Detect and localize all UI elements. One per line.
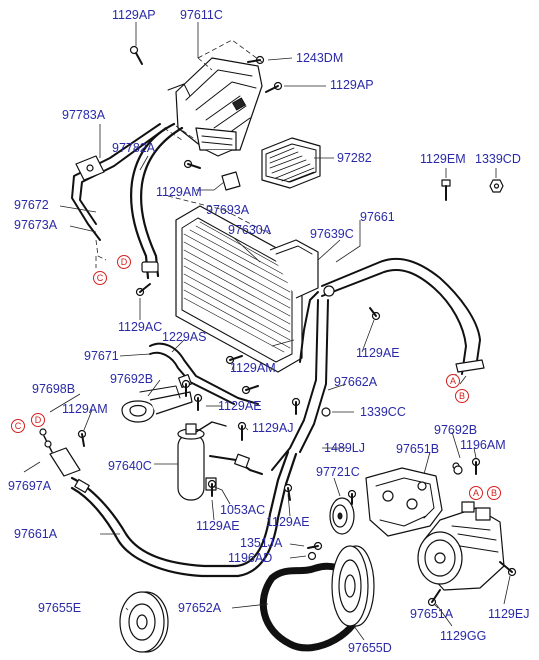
part-label: 1129AP: [330, 78, 374, 92]
part-label: 97693A: [206, 203, 250, 217]
part-label: 1489LJ: [324, 441, 365, 455]
ref-marker: A: [469, 486, 483, 500]
part-label: 1243DM: [296, 51, 343, 65]
part-label: 97640C: [108, 459, 152, 473]
part-label: 1129AM: [62, 402, 108, 416]
part-label: 1129GG: [440, 629, 486, 643]
svg-text:A: A: [473, 488, 479, 498]
part-label: 97652A: [178, 601, 222, 615]
crank-pulley: [331, 545, 375, 627]
part-label: 1129EJ: [488, 607, 529, 621]
ref-marker: D: [31, 413, 45, 427]
idler-pulley: [329, 497, 355, 535]
part-label: 1129AE: [196, 519, 240, 533]
part-label: 97673A: [14, 218, 58, 232]
cabin-air-filter: [261, 137, 321, 189]
ref-marker: B: [487, 486, 501, 500]
ref-marker: A: [446, 374, 460, 388]
part-label: 1129AP: [112, 8, 156, 22]
part-label: 1129AM: [156, 185, 202, 199]
svg-text:D: D: [121, 257, 128, 267]
part-label: 97662A: [334, 375, 378, 389]
svg-text:C: C: [97, 273, 104, 283]
drier-mounting-bracket: [121, 385, 193, 423]
part-label: 1129AJ: [252, 421, 293, 435]
part-label: 97698B: [32, 382, 75, 396]
part-label: 97639C: [310, 227, 354, 241]
part-label: 97692B: [434, 423, 477, 437]
part-label: 1129AC: [118, 320, 162, 334]
ref-marker: C: [93, 271, 107, 285]
receiver-drier: [177, 421, 227, 501]
part-label: 97721C: [316, 465, 360, 479]
reference-markers: D C A B C D A B: [11, 255, 501, 500]
part-label: 1339CC: [360, 405, 406, 419]
part-label: 1053AC: [220, 503, 265, 517]
part-label: 1229AS: [162, 330, 206, 344]
part-label: 1196AD: [228, 551, 272, 565]
part-label: 1129AM: [230, 361, 276, 375]
compressor-bracket: [365, 467, 443, 537]
part-label: 97671: [84, 349, 119, 363]
part-label: 97611C: [180, 8, 223, 22]
part-label: 1351JA: [240, 536, 283, 550]
part-label: 1129AE: [266, 515, 310, 529]
part-label: 97655D: [348, 641, 392, 655]
pulley-small: [119, 591, 169, 653]
part-label: 1129AE: [218, 399, 262, 413]
part-labels: 1129AP 97611C 1243DM 1129AP 97783A 97782…: [8, 8, 529, 655]
part-label: 97692B: [110, 372, 153, 386]
part-label: 97672: [14, 198, 49, 212]
ref-marker: C: [11, 419, 25, 433]
ac-compressor: [417, 501, 505, 591]
part-label: 97783A: [62, 108, 106, 122]
part-label: 97651B: [396, 442, 439, 456]
svg-text:C: C: [15, 421, 22, 431]
svg-text:D: D: [35, 415, 42, 425]
leader-lines: [23, 22, 511, 641]
svg-text:B: B: [491, 488, 497, 498]
ref-marker: D: [117, 255, 131, 269]
condenser: [175, 205, 319, 373]
part-label: 97282: [337, 151, 372, 165]
svg-text:A: A: [450, 376, 456, 386]
part-label: 97651A: [410, 607, 454, 621]
part-label: 97661: [360, 210, 395, 224]
part-label: 97697A: [8, 479, 52, 493]
ref-marker: B: [455, 389, 469, 403]
part-label: 97630A: [228, 223, 272, 237]
part-label: 1339CD: [475, 152, 521, 166]
part-label: 1196AM: [460, 438, 506, 452]
part-label: 97655E: [38, 601, 81, 615]
part-label: 97661A: [14, 527, 58, 541]
evaporator-housing: [167, 57, 263, 157]
svg-text:B: B: [459, 391, 465, 401]
part-label: 1129AE: [356, 346, 400, 360]
part-label: 97782A: [112, 141, 156, 155]
part-label: 1129EM: [420, 152, 466, 166]
